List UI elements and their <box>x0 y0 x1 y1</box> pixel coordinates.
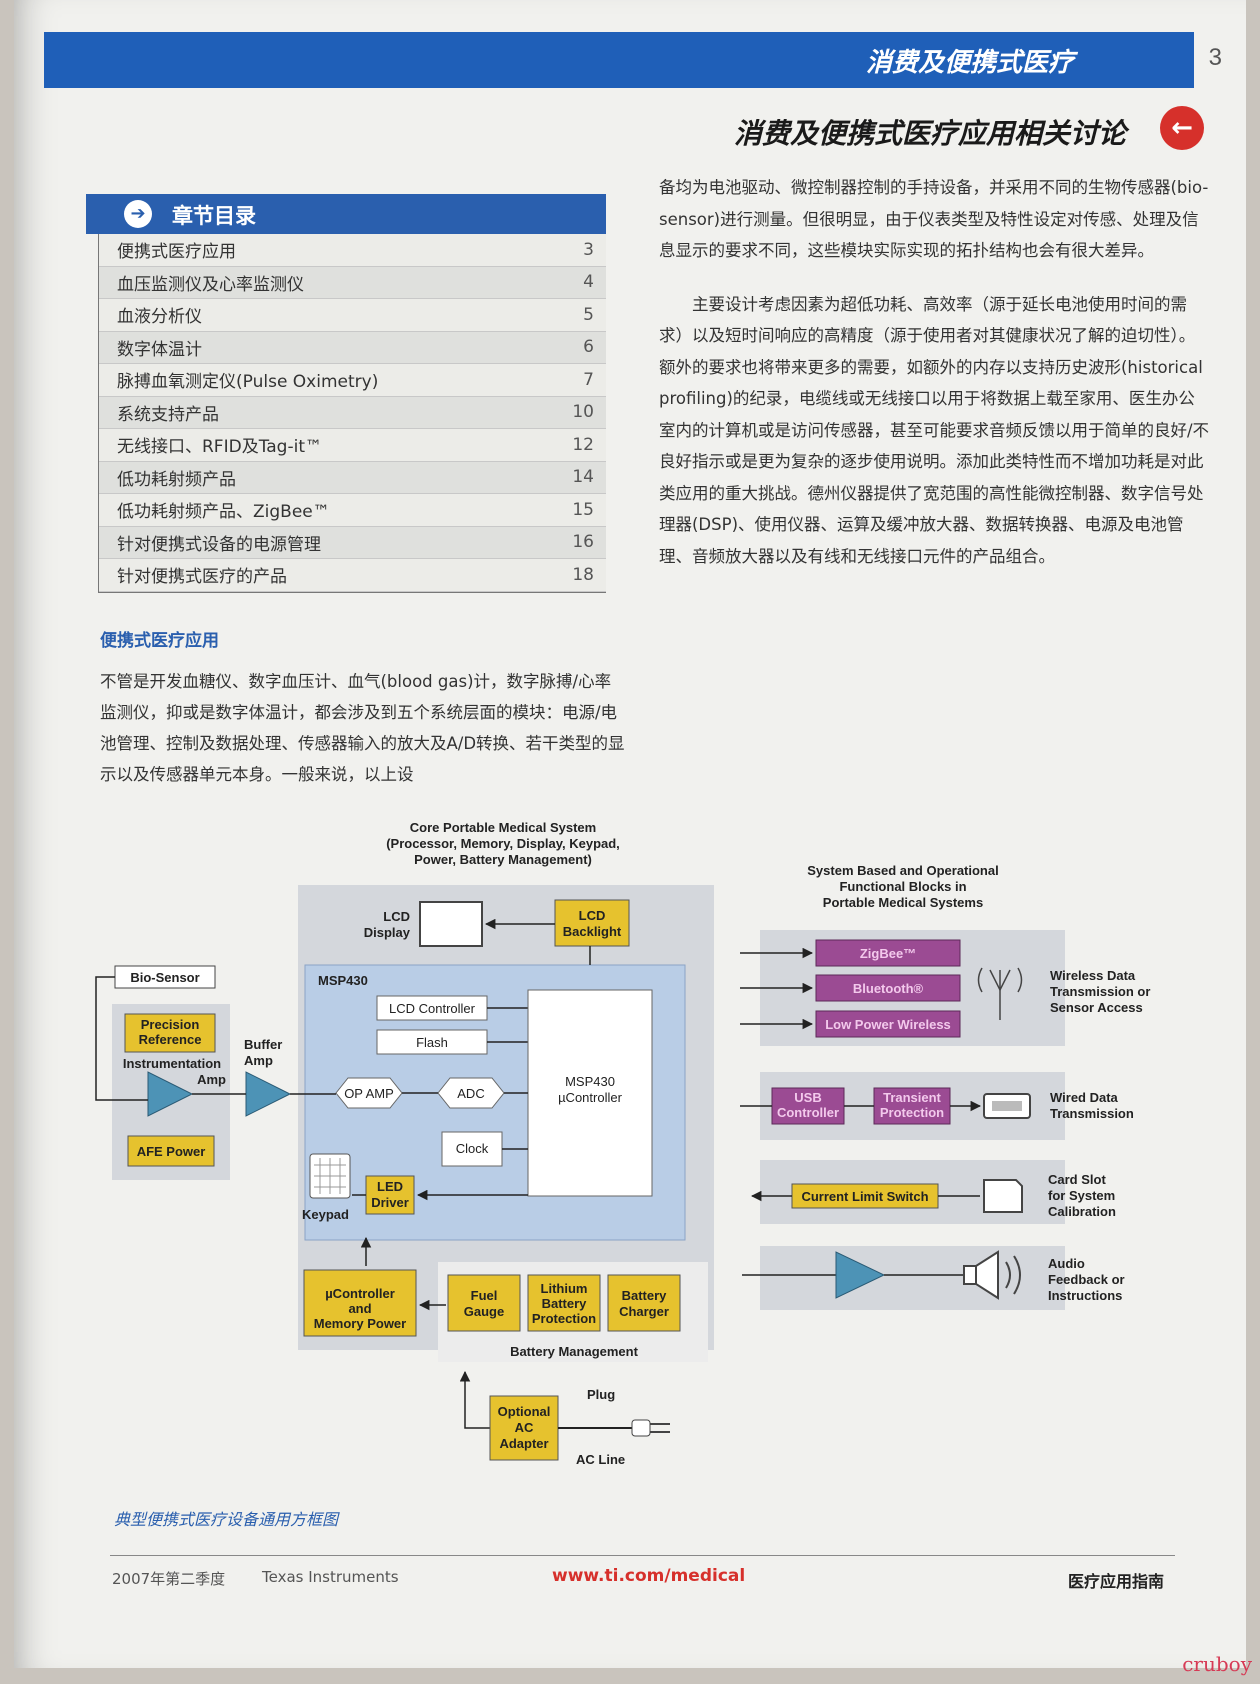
toc-item-page: 15 <box>572 499 594 520</box>
section-heading: 便携式医疗应用 <box>100 631 219 651</box>
toc-item-page: 10 <box>572 402 594 423</box>
toc-item-page: 16 <box>572 532 594 553</box>
header-section-title: 消费及便携式医疗 <box>865 48 1074 78</box>
arrow-right-icon: ➔ <box>124 200 152 228</box>
toc-item-label: 无线接口、RFID及Tag-it™ <box>117 437 322 458</box>
toc-header: ➔ 章节目录 <box>86 194 606 234</box>
toc-item-page: 12 <box>572 434 594 455</box>
toc-item-label: 低功耗射频产品 <box>117 469 236 490</box>
toc-item[interactable]: 脉搏血氧测定仪(Pulse Oximetry) 7 <box>99 364 606 397</box>
toc-item[interactable]: 低功耗射频产品 14 <box>99 461 606 494</box>
header-band: 消费及便携式医疗 <box>44 32 1194 88</box>
toc-item[interactable]: 便携式医疗应用 3 <box>99 234 606 267</box>
toc-item[interactable]: 数字体温计 6 <box>99 331 606 364</box>
toc-item-label: 血压监测仪及心率监测仪 <box>117 274 304 295</box>
footer-date: 2007年第二季度 <box>112 1570 226 1588</box>
toc-item-label: 系统支持产品 <box>117 404 219 425</box>
diagram-caption: 典型便携式医疗设备通用方框图 <box>114 1510 339 1529</box>
toc-item-page: 6 <box>583 337 594 358</box>
toc-item-label: 低功耗射频产品、ZigBee™ <box>117 502 330 523</box>
table-of-contents: ➔ 章节目录 便携式医疗应用 3 血压监测仪及心率监测仪 4 血液分析仪 5 数字体温… <box>86 194 606 593</box>
toc-title: 章节目录 <box>172 204 256 228</box>
right-column: 备均为电池驱动、微控制器控制的手持设备，并采用不同的生物传感器(bio-sens… <box>659 172 1211 594</box>
toc-list: 便携式医疗应用 3 血压监测仪及心率监测仪 4 血液分析仪 5 数字体温计 6 脉搏血氧… <box>98 234 606 593</box>
toc-item-label: 针对便携式设备的电源管理 <box>117 534 321 555</box>
toc-item-page: 3 <box>583 239 594 260</box>
toc-item[interactable]: 针对便携式设备的电源管理 16 <box>99 526 606 559</box>
toc-item[interactable]: 针对便携式医疗的产品 18 <box>99 559 606 592</box>
toc-item-page: 18 <box>572 564 594 585</box>
toc-item-label: 数字体温计 <box>117 339 202 360</box>
toc-item-label: 便携式医疗应用 <box>117 242 236 263</box>
page-number: 3 <box>1208 44 1222 71</box>
watermark: cruboy <box>1182 1652 1252 1676</box>
toc-item[interactable]: 无线接口、RFID及Tag-it™ 12 <box>99 429 606 462</box>
left-paragraph: 不管是开发血糖仪、数字血压计、血气(blood gas)计，数字脉搏/心率监测仪… <box>100 672 625 784</box>
toc-item[interactable]: 血压监测仪及心率监测仪 4 <box>99 266 606 299</box>
right-paragraph-2: 主要设计考虑因素为超低功耗、高效率（源于延长电池使用时间的需求）以及短时间响应的… <box>659 294 1210 566</box>
arrow-left-icon[interactable]: ← <box>1160 106 1204 150</box>
document-page: 消费及便携式医疗 3 消费及便携式医疗应用相关讨论 ← ➔ 章节目录 便携式医疗… <box>14 0 1246 1668</box>
toc-item-page: 7 <box>583 369 594 390</box>
toc-item[interactable]: 血液分析仪 5 <box>99 299 606 332</box>
toc-item-label: 针对便携式医疗的产品 <box>117 567 287 588</box>
footer-url[interactable]: www.ti.com/medical <box>552 1566 746 1586</box>
footer-rule <box>110 1555 1175 1556</box>
toc-item-page: 14 <box>572 467 594 488</box>
toc-item-page: 4 <box>583 272 594 293</box>
toc-item-label: 血液分析仪 <box>117 307 202 328</box>
toc-item[interactable]: 低功耗射频产品、ZigBee™ 15 <box>99 494 606 527</box>
toc-item[interactable]: 系统支持产品 10 <box>99 396 606 429</box>
page-title: 消费及便携式医疗应用相关讨论 <box>733 117 1126 150</box>
toc-item-label: 脉搏血氧测定仪(Pulse Oximetry) <box>117 372 379 393</box>
footer-company: Texas Instruments <box>262 1568 399 1586</box>
right-paragraph-1: 备均为电池驱动、微控制器控制的手持设备，并采用不同的生物传感器(bio-sens… <box>659 178 1209 260</box>
toc-item-page: 5 <box>583 304 594 325</box>
footer-guide: 医疗应用指南 <box>1068 1572 1165 1591</box>
